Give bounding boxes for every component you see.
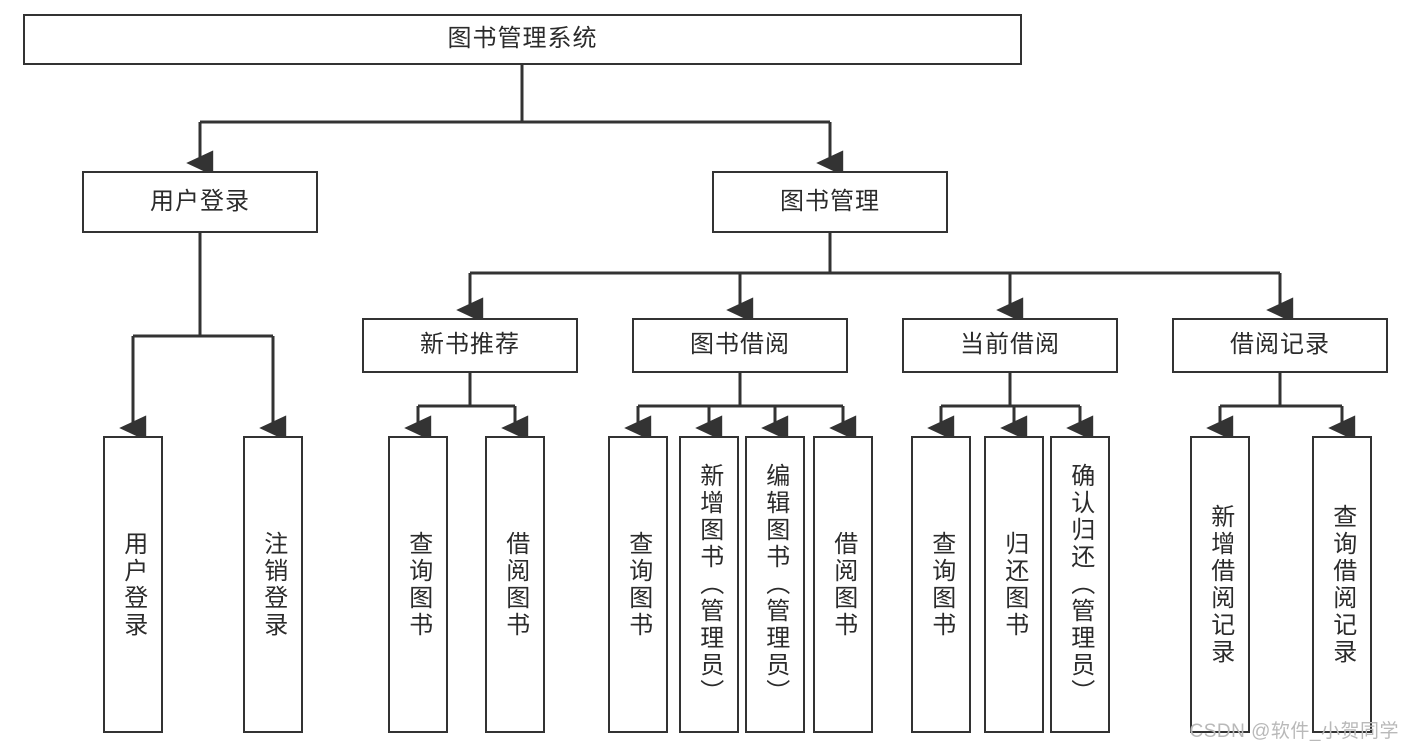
node-leaf-query-record[interactable]: 查询借阅记录 <box>1312 436 1372 733</box>
node-root-system[interactable]: 图书管理系统 <box>23 14 1022 65</box>
node-leaf-borrow-book-1[interactable]: 借阅图书 <box>485 436 545 733</box>
node-leaf-query-book-3-label: 查询图书 <box>927 530 955 639</box>
node-borrow-record-label: 借阅记录 <box>1230 331 1330 359</box>
node-leaf-confirm-return-label: 确认归还（管理员） <box>1066 463 1094 706</box>
node-book-management-label: 图书管理 <box>780 187 880 215</box>
node-leaf-edit-book-label: 编辑图书（管理员） <box>761 463 789 706</box>
node-leaf-query-book-2-label: 查询图书 <box>624 530 652 639</box>
node-leaf-query-record-label: 查询借阅记录 <box>1328 503 1356 666</box>
node-leaf-add-book[interactable]: 新增图书（管理员） <box>679 436 739 733</box>
node-user-login[interactable]: 用户登录 <box>82 171 318 233</box>
node-current-borrow-label: 当前借阅 <box>960 331 1060 359</box>
node-book-borrow-label: 图书借阅 <box>690 331 790 359</box>
node-leaf-confirm-return[interactable]: 确认归还（管理员） <box>1050 436 1110 733</box>
node-leaf-query-book-2[interactable]: 查询图书 <box>608 436 668 733</box>
node-leaf-add-book-label: 新增图书（管理员） <box>695 463 723 706</box>
node-leaf-query-book-1-label: 查询图书 <box>404 530 432 639</box>
node-leaf-borrow-book-2[interactable]: 借阅图书 <box>813 436 873 733</box>
node-leaf-borrow-book-1-label: 借阅图书 <box>501 530 529 639</box>
node-leaf-add-record-label: 新增借阅记录 <box>1206 503 1234 666</box>
node-leaf-user-login[interactable]: 用户登录 <box>103 436 163 733</box>
node-new-book-recommend[interactable]: 新书推荐 <box>362 318 578 373</box>
node-leaf-logout-label: 注销登录 <box>259 530 287 639</box>
node-leaf-add-record[interactable]: 新增借阅记录 <box>1190 436 1250 733</box>
node-leaf-return-book[interactable]: 归还图书 <box>984 436 1044 733</box>
node-leaf-borrow-book-2-label: 借阅图书 <box>829 530 857 639</box>
node-leaf-edit-book[interactable]: 编辑图书（管理员） <box>745 436 805 733</box>
node-borrow-record[interactable]: 借阅记录 <box>1172 318 1388 373</box>
node-leaf-return-book-label: 归还图书 <box>1000 530 1028 639</box>
node-new-book-recommend-label: 新书推荐 <box>420 331 520 359</box>
node-current-borrow[interactable]: 当前借阅 <box>902 318 1118 373</box>
node-book-borrow[interactable]: 图书借阅 <box>632 318 848 373</box>
node-leaf-logout[interactable]: 注销登录 <box>243 436 303 733</box>
node-root-label: 图书管理系统 <box>447 25 598 53</box>
watermark-text: CSDN @软件_小贺同学 <box>1189 721 1399 742</box>
node-leaf-query-book-3[interactable]: 查询图书 <box>911 436 971 733</box>
node-book-management[interactable]: 图书管理 <box>712 171 948 233</box>
node-leaf-query-book-1[interactable]: 查询图书 <box>388 436 448 733</box>
node-leaf-user-login-label: 用户登录 <box>119 530 147 639</box>
node-user-login-label: 用户登录 <box>150 187 250 215</box>
